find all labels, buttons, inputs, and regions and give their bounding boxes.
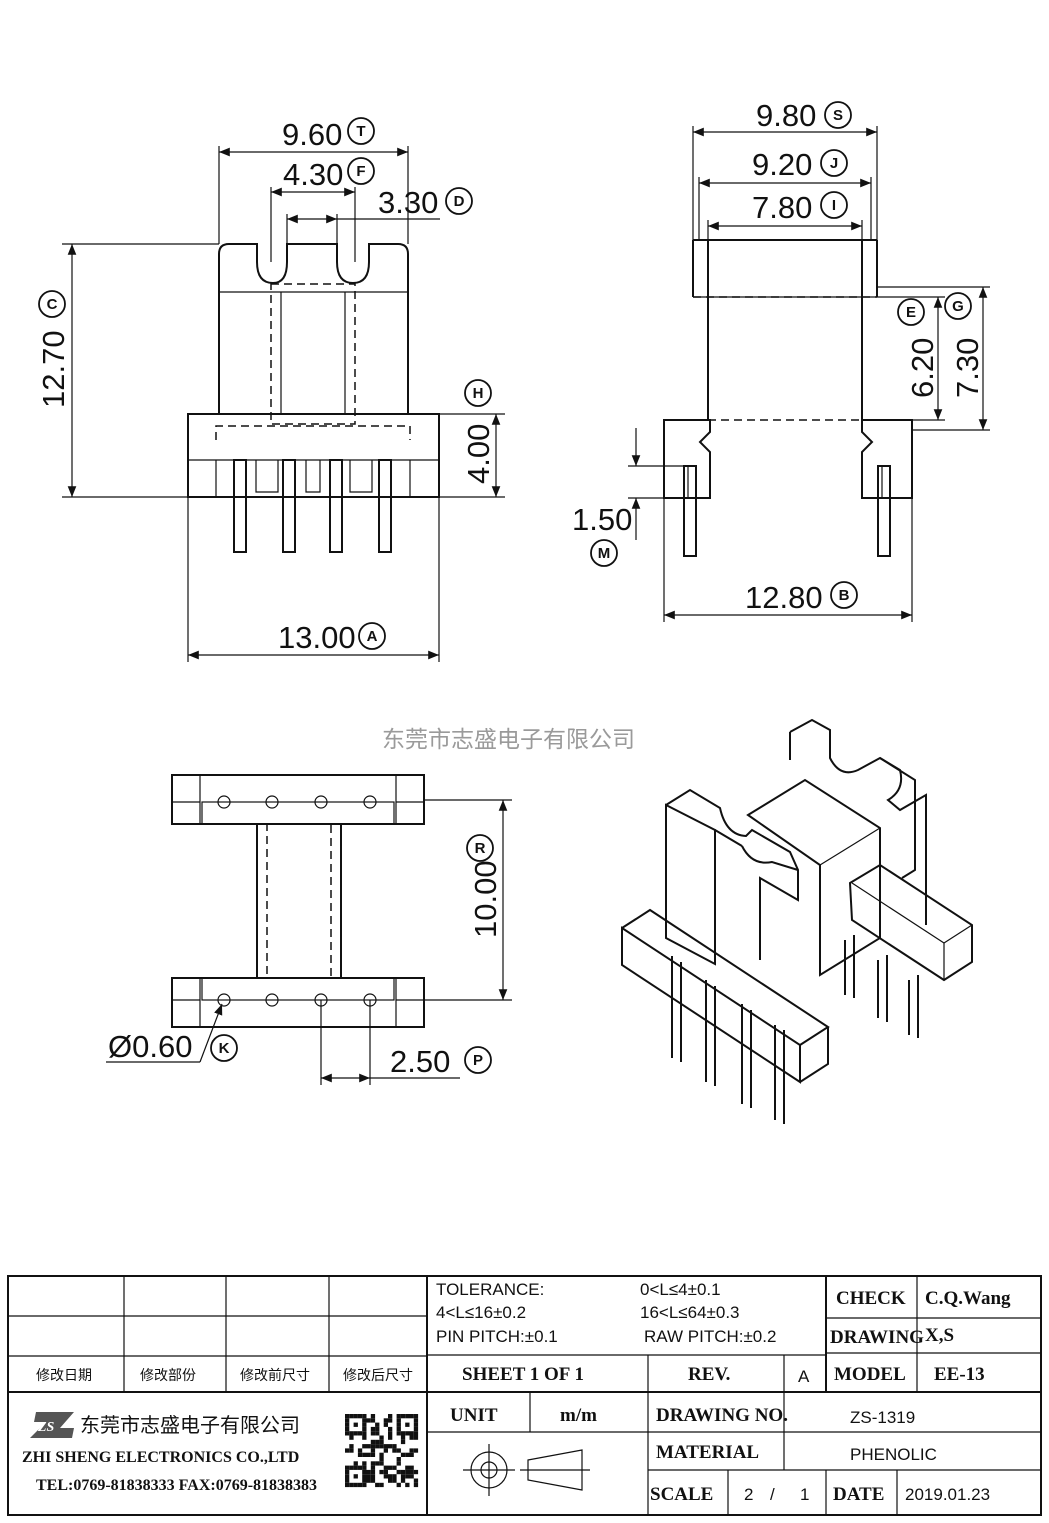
- svg-text:4.30: 4.30: [283, 157, 343, 192]
- svg-text:2.50: 2.50: [390, 1044, 450, 1079]
- unit-label: UNIT: [450, 1405, 498, 1426]
- svg-text:E: E: [906, 304, 916, 321]
- svg-text:9.60: 9.60: [282, 117, 342, 152]
- scale-label: SCALE: [650, 1484, 713, 1505]
- dim-S: 9.80 S: [756, 98, 852, 133]
- svg-text:9.20: 9.20: [752, 147, 812, 182]
- scale-num: 2: [744, 1485, 753, 1504]
- front-view: [62, 146, 505, 662]
- check-label: CHECK: [836, 1288, 906, 1309]
- dim-P: 2.50 P: [390, 1044, 492, 1079]
- svg-text:M: M: [598, 545, 611, 562]
- rev-header-part: 修改部份: [140, 1368, 196, 1384]
- bottom-view: [106, 774, 512, 1085]
- dim-J: 9.20 J: [752, 147, 848, 182]
- isometric-view: [621, 718, 973, 1124]
- svg-text:13.00: 13.00: [278, 620, 356, 655]
- svg-text:C: C: [47, 296, 58, 313]
- svg-text:T: T: [356, 123, 365, 140]
- rev-value: A: [798, 1367, 810, 1386]
- company-logo-icon: ZS: [30, 1412, 74, 1438]
- svg-text:10.00: 10.00: [468, 860, 503, 938]
- dim-K: Ø0.60 K: [108, 1029, 238, 1064]
- svg-text:12.80: 12.80: [745, 580, 823, 615]
- svg-text:R: R: [475, 840, 486, 857]
- date-label: DATE: [833, 1484, 884, 1505]
- svg-text:P: P: [473, 1052, 483, 1069]
- svg-text:7.30: 7.30: [950, 338, 985, 398]
- rev-header-date: 修改日期: [36, 1368, 92, 1384]
- raw-pitch: RAW PITCH:±0.2: [644, 1327, 776, 1346]
- dim-G: G 7.30: [944, 292, 985, 398]
- dim-C: C 12.70: [36, 290, 71, 408]
- svg-text:9.80: 9.80: [756, 98, 816, 133]
- dim-M: 1.50 M: [572, 502, 632, 567]
- dim-A: 13.00 A: [278, 620, 386, 655]
- qr-code-icon: [345, 1414, 419, 1488]
- drawing-no-label: DRAWING NO.: [656, 1405, 788, 1426]
- model-value: EE-13: [934, 1364, 985, 1385]
- svg-text:D: D: [454, 193, 465, 210]
- scale-den: 1: [800, 1485, 809, 1504]
- rev-label: REV.: [688, 1364, 730, 1385]
- tolerance-label: TOLERANCE:: [436, 1280, 544, 1299]
- svg-text:B: B: [839, 587, 850, 604]
- svg-text:G: G: [952, 298, 964, 315]
- svg-text:A: A: [367, 628, 378, 645]
- company-name-en: ZHI SHENG ELECTRONICS CO.,LTD: [22, 1449, 299, 1466]
- sheet-text: SHEET 1 OF 1: [462, 1364, 584, 1385]
- dim-F: 4.30 F: [283, 157, 375, 192]
- dim-E: E 6.20: [897, 298, 940, 398]
- dim-B: 12.80 B: [745, 580, 858, 615]
- drawing-no-value: ZS-1319: [850, 1408, 915, 1427]
- company-tel: TEL:0769-81838333 FAX:0769-81838383: [36, 1477, 317, 1494]
- dim-D: 3.30 D: [378, 185, 473, 220]
- drawing-label: DRAWING: [830, 1327, 924, 1348]
- dim-T: 9.60 T: [282, 117, 375, 152]
- svg-text:S: S: [833, 107, 843, 124]
- svg-text:H: H: [473, 385, 484, 402]
- svg-text:1.50: 1.50: [572, 502, 632, 537]
- drawing-value: X,S: [925, 1325, 954, 1346]
- projection-symbol-icon: [463, 1444, 590, 1496]
- model-label: MODEL: [834, 1364, 906, 1385]
- side-view: [628, 126, 990, 622]
- svg-text:Ø0.60: Ø0.60: [108, 1029, 192, 1064]
- svg-text:I: I: [832, 197, 836, 214]
- svg-text:F: F: [356, 163, 365, 180]
- rev-header-after: 修改后尺寸: [343, 1368, 413, 1384]
- dim-R: R 10.00: [466, 834, 503, 938]
- rev-header-before: 修改前尺寸: [240, 1367, 310, 1384]
- svg-text:12.70: 12.70: [36, 330, 71, 408]
- tolerance-r3: 16<L≤64±0.3: [640, 1303, 740, 1322]
- tolerance-r1: 0<L≤4±0.1: [640, 1280, 721, 1299]
- check-value: C.Q.Wang: [925, 1288, 1011, 1309]
- svg-text:4.00: 4.00: [461, 424, 496, 484]
- svg-text:6.20: 6.20: [905, 338, 940, 398]
- title-block: [7, 1275, 1042, 1516]
- company-name-cn: 东莞市志盛电子有限公司: [80, 1413, 300, 1437]
- watermark-text: 东莞市志盛电子有限公司: [382, 727, 635, 753]
- dim-I: 7.80 I: [752, 190, 848, 225]
- material-label: MATERIAL: [656, 1442, 759, 1463]
- date-value: 2019.01.23: [905, 1485, 990, 1504]
- svg-text:3.30: 3.30: [378, 185, 438, 220]
- pin-pitch: PIN PITCH:±0.1: [436, 1327, 558, 1346]
- svg-text:ZS: ZS: [37, 1420, 55, 1435]
- svg-text:K: K: [219, 1040, 230, 1057]
- scale-sep: /: [770, 1485, 775, 1504]
- svg-text:J: J: [830, 155, 838, 172]
- svg-text:7.80: 7.80: [752, 190, 812, 225]
- material-value: PHENOLIC: [850, 1445, 937, 1464]
- tolerance-r2: 4<L≤16±0.2: [436, 1303, 526, 1322]
- dim-H: H 4.00: [461, 379, 496, 484]
- unit-value: m/m: [560, 1405, 597, 1426]
